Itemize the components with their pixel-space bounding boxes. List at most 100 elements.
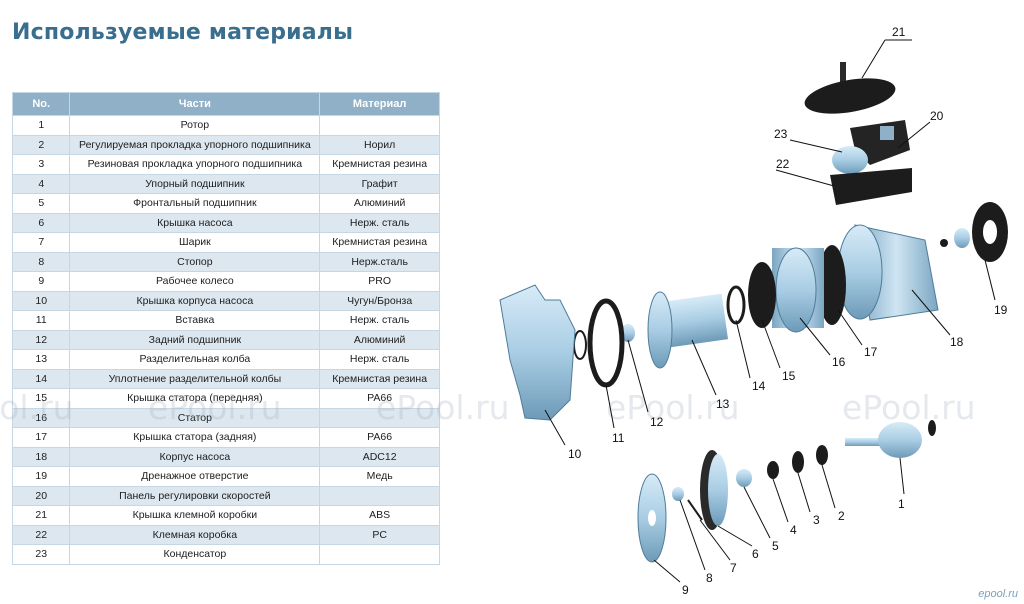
cell-part: Вставка: [69, 310, 321, 331]
cell-material: Нерж. сталь: [319, 310, 440, 331]
part-16-stator: [772, 247, 824, 333]
cell-material: Алюминий: [319, 329, 440, 350]
cell-part: Крышка клемной коробки: [69, 505, 321, 526]
cell-part: Конденсатор: [69, 544, 321, 565]
callout-23: 23: [774, 127, 788, 141]
cell-material: Алюминий: [319, 193, 440, 214]
cell-part: Статор: [69, 407, 321, 428]
cell-no: 17: [11, 427, 71, 448]
cell-material: PC: [319, 524, 440, 545]
cell-no: 3: [11, 154, 71, 175]
cell-material: Медь: [319, 466, 440, 487]
cell-part: Корпус насоса: [69, 446, 321, 467]
cell-part: Задний подшипник: [69, 329, 321, 350]
cell-no: 6: [11, 212, 71, 233]
cell-no: 8: [11, 251, 71, 272]
cell-no: 22: [11, 524, 71, 545]
cell-part: Упорный подшипник: [69, 173, 321, 194]
watermark: ePool.ru: [376, 388, 510, 427]
cell-no: 1: [11, 115, 71, 136]
part-11-insert-ring: [573, 330, 587, 360]
part-21-terminal-box-cover: [804, 62, 896, 114]
cell-no: 19: [11, 466, 71, 487]
cell-no: 11: [11, 310, 71, 331]
part-15-front-stator-cover: [748, 262, 776, 328]
part-23-capacitor: [832, 146, 868, 174]
callout-4: 4: [790, 523, 797, 537]
cell-material: Кремнистая резина: [319, 232, 440, 253]
page-title: Используемые материалы: [12, 20, 354, 45]
cell-part: Панель регулировки скоростей: [69, 485, 321, 506]
callout-5: 5: [772, 539, 779, 553]
callout-12: 12: [650, 415, 664, 429]
callout-9: 9: [682, 583, 689, 597]
callout-13: 13: [716, 397, 730, 411]
callout-11: 11: [612, 431, 625, 445]
cell-no: 21: [11, 505, 71, 526]
cell-part: Шарик: [69, 232, 321, 253]
callout-21: 21: [892, 25, 906, 39]
callout-18: 18: [950, 335, 964, 349]
callout-6: 6: [752, 547, 759, 561]
cell-material: Норил: [319, 134, 440, 155]
exploded-pump-diagram: 1 2 3 4 5 6 7 8 9 10 11 12 13 14 15 16 1…: [499, 25, 1008, 597]
part-3-rubber-gasket: [792, 451, 804, 473]
cell-no: 4: [11, 173, 71, 194]
part-22-terminal-box: [830, 168, 912, 205]
cell-part: Регулируемая прокладка упорного подшипни…: [69, 134, 321, 155]
cell-part: Уплотнение разделительной колбы: [69, 368, 321, 389]
cell-material: ABS: [319, 505, 440, 526]
callout-14: 14: [752, 379, 766, 393]
part-14-seal: [726, 285, 746, 325]
part-13-separation-can: [647, 291, 729, 369]
cell-part: Ротор: [69, 115, 321, 136]
cell-material: [319, 544, 440, 565]
callout-10: 10: [568, 447, 582, 461]
cell-material: PA66: [319, 427, 440, 448]
callout-16: 16: [832, 355, 846, 369]
callout-20: 20: [930, 109, 944, 123]
site-watermark: epool.ru: [978, 588, 1018, 600]
callout-15: 15: [782, 369, 796, 383]
callout-2: 2: [838, 509, 845, 523]
cell-material: ADC12: [319, 446, 440, 467]
part-4-thrust-bearing: [767, 461, 779, 479]
callout-22: 22: [776, 157, 790, 171]
part-17-rear-stator-cover: [818, 245, 846, 325]
cell-material: [319, 485, 440, 506]
watermark: ePool.ru: [0, 388, 74, 427]
cell-part: Стопор: [69, 251, 321, 272]
cell-no: 5: [11, 193, 71, 214]
cell-no: 10: [11, 290, 71, 311]
watermark: ePool.ru: [148, 388, 282, 427]
cell-part: Дренажное отверстие: [69, 466, 321, 487]
cell-material: Кремнистая резина: [319, 368, 440, 389]
part-2-adjusting-gasket: [816, 445, 828, 465]
part-9-impeller: [637, 473, 667, 563]
cell-part: Крышка корпуса насоса: [69, 290, 321, 311]
callout-19: 19: [994, 303, 1008, 317]
table-header-row: No. Части Материал: [11, 92, 440, 116]
part-10-pump-body: [499, 284, 576, 421]
cell-no: 9: [11, 271, 71, 292]
cell-part: Фронтальный подшипник: [69, 193, 321, 214]
part-5-front-bearing: [736, 469, 752, 487]
callout-1: 1: [898, 497, 905, 511]
cell-material: Нерж.сталь: [319, 251, 440, 272]
part-11-insert: [587, 298, 625, 388]
cell-material: PRO: [319, 271, 440, 292]
cell-part: Клемная коробка: [69, 524, 321, 545]
cell-material: [319, 115, 440, 136]
cell-no: 18: [11, 446, 71, 467]
